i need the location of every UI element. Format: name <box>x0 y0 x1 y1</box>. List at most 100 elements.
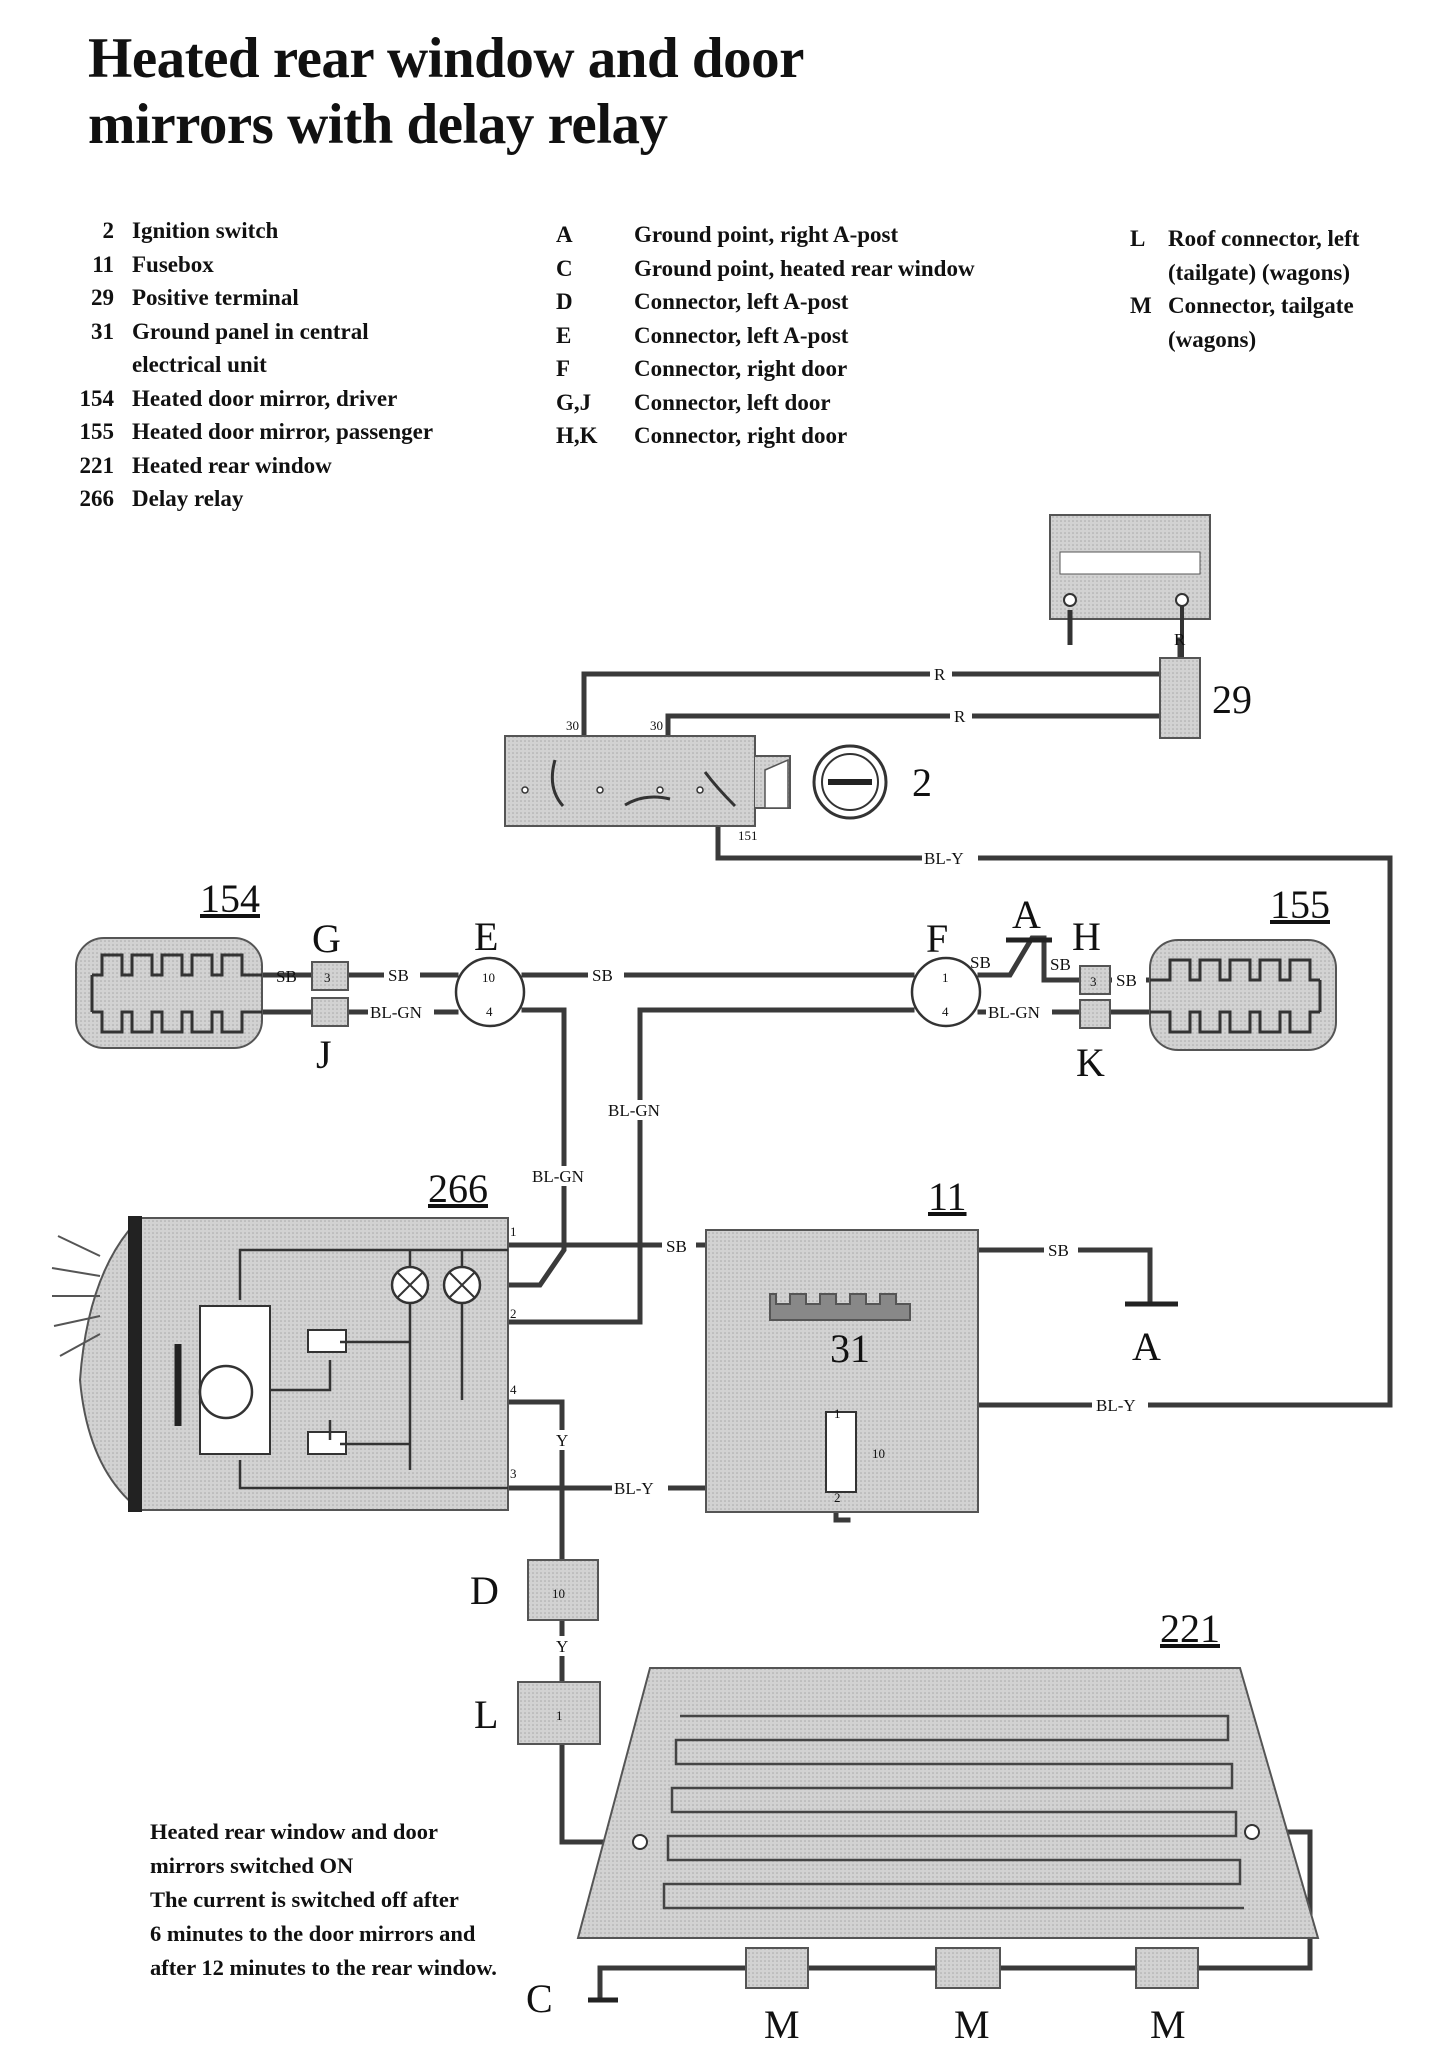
note-line: 6 minutes to the door mirrors and <box>150 1921 476 1946</box>
rear-window-heating-grid <box>662 1714 1244 1910</box>
wire-y-relay-d <box>505 1399 565 1563</box>
pin-label-fuse-2: 2 <box>834 1490 841 1505</box>
wire-label-r-2: R <box>954 707 966 726</box>
fusebox-11: 31 1 2 10 11 A <box>705 1174 1161 1513</box>
label-l: L <box>474 1692 498 1737</box>
page-title: Heated rear window and door mirrors with… <box>88 26 804 158</box>
rear-window-glass <box>576 1667 1320 1939</box>
label-k: K <box>1076 1040 1105 1085</box>
rear-window-terminal-left <box>632 1834 648 1850</box>
ignition-pin-dot <box>521 786 529 794</box>
wire-bl-y-main <box>715 823 1393 1523</box>
heated-mirror-154: 154 <box>75 876 263 1049</box>
pin-label-relay-3: 3 <box>510 1466 517 1481</box>
relay-transistor-icon <box>198 1364 254 1420</box>
pin-label-f-4: 4 <box>942 1004 949 1019</box>
pin-label-relay-4: 4 <box>510 1382 517 1397</box>
ignition-key-ring <box>821 753 879 811</box>
wire-label-bl-gn-2: BL-GN <box>988 1003 1040 1022</box>
operating-note: Heated rear window and door mirrors swit… <box>150 1815 497 1985</box>
wire-label-sb-7: SB <box>666 1237 687 1256</box>
wire-r-lower <box>665 713 1171 741</box>
ground-panel-31 <box>769 1293 911 1321</box>
connector-m-3 <box>1135 1947 1199 1989</box>
connector-h <box>1079 965 1111 995</box>
pin-label-151: 151 <box>738 828 758 843</box>
wire-label-y-1: Y <box>556 1431 568 1450</box>
label-29: 29 <box>1212 677 1252 722</box>
label-a-ground: A <box>1132 1324 1161 1369</box>
label-e: E <box>474 914 498 959</box>
pin-label-h-3: 3 <box>1090 974 1097 989</box>
wire-label-r-1: R <box>934 665 946 684</box>
connector-l <box>517 1681 601 1745</box>
wires <box>259 637 1393 2001</box>
label-11: 11 <box>928 1174 967 1219</box>
connector-m-1 <box>745 1947 809 1989</box>
ignition-switch-body <box>504 735 756 827</box>
label-31: 31 <box>830 1326 870 1371</box>
pin-label-d-10: 10 <box>552 1586 565 1601</box>
note-line: after 12 minutes to the rear window. <box>150 1955 497 1980</box>
ignition-switch-slot <box>764 758 789 809</box>
wire-label-bl-y-1: BL-Y <box>924 849 964 868</box>
label-d: D <box>470 1568 499 1613</box>
relay-bracket <box>128 1216 142 1512</box>
ignition-pin-dot <box>656 786 664 794</box>
heated-mirror-155: 155 <box>1149 882 1337 1051</box>
battery-neg-post-icon <box>1063 593 1077 607</box>
pin-label-relay-1: 1 <box>510 1224 517 1239</box>
legend-row: (tailgate) (wagons) <box>1168 259 1351 285</box>
pin-label-30-b: 30 <box>650 718 663 733</box>
note-line: The current is switched off after <box>150 1887 459 1912</box>
wire-r-upper <box>581 671 1171 741</box>
title-line-2: mirrors with delay relay <box>88 93 668 156</box>
wire-label-sb-8: SB <box>1048 1241 1069 1260</box>
label-m-1: M <box>764 2002 800 2047</box>
pin-label-relay-2: 2 <box>510 1306 517 1321</box>
label-155: 155 <box>1270 882 1330 927</box>
relay-light-rays-icon <box>51 1235 101 1357</box>
pin-label-30-a: 30 <box>566 718 579 733</box>
pin-label-fuse-1: 1 <box>834 1406 841 1421</box>
relay-body <box>78 1217 509 1511</box>
wire-label-sb-2: SB <box>388 966 409 985</box>
rear-window-terminal-right <box>1244 1824 1260 1840</box>
label-f: F <box>926 916 948 961</box>
ground-symbols <box>588 937 1178 2003</box>
label-2: 2 <box>912 760 932 805</box>
wire-label-y-2: Y <box>556 1637 568 1656</box>
battery-window <box>1059 551 1201 575</box>
battery-29: 29 <box>1049 514 1252 739</box>
pin-label-f-1: 1 <box>942 970 949 985</box>
wire-bl-gn-e-relay <box>505 1007 567 1288</box>
connector-e <box>454 956 526 1028</box>
pin-label-e-10: 10 <box>482 970 495 985</box>
connector-j <box>311 997 349 1027</box>
positive-terminal-block <box>1159 657 1201 739</box>
label-j: J <box>316 1032 332 1077</box>
relay-circuit-lines <box>238 1248 508 1490</box>
title-line-1: Heated rear window and door <box>88 27 804 90</box>
wire-label-r-3: R <box>1174 630 1186 649</box>
pin-label-l-1: 1 <box>556 1708 563 1723</box>
tailgate-connectors-m: M M M C <box>526 1947 1199 2047</box>
wire-label-bl-gn-4: BL-GN <box>532 1167 584 1186</box>
wire-label-bl-y-2: BL-Y <box>1096 1396 1136 1415</box>
wire-label-sb-5: SB <box>1050 955 1071 974</box>
wire-bl-gn-f-relay <box>505 1007 915 1325</box>
ignition-contact-3 <box>703 771 737 808</box>
wire-label-bl-y-3: BL-Y <box>614 1479 654 1498</box>
